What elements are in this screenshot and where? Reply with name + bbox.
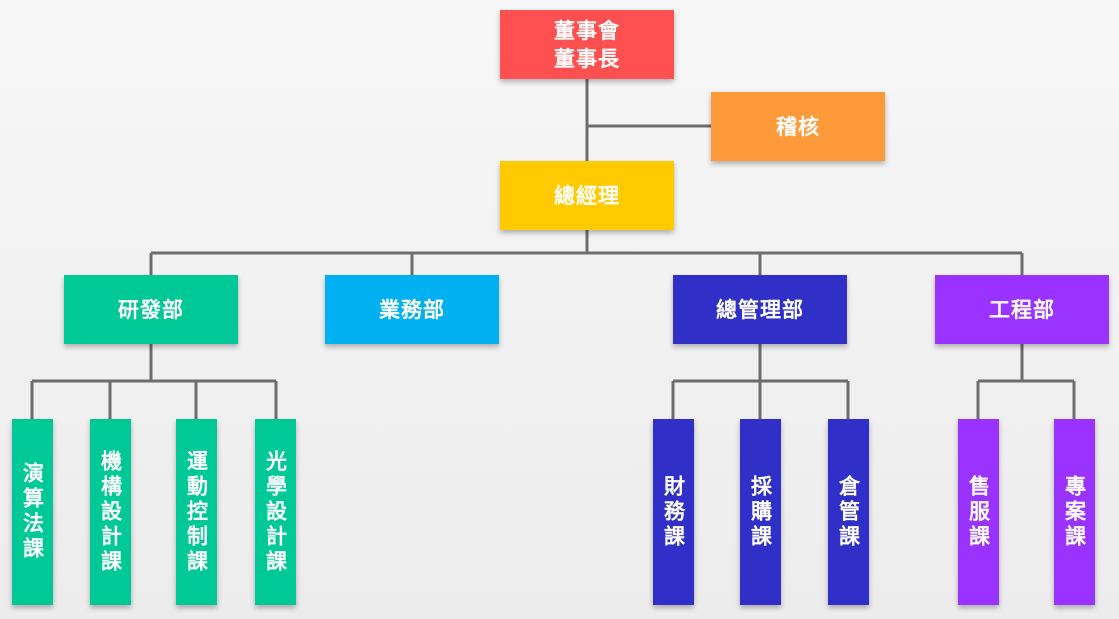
- engineering-section-box: 專案課: [1054, 419, 1095, 605]
- general-manager-label: 總經理: [554, 183, 620, 208]
- engineering-department-box: 工程部: [935, 275, 1109, 344]
- audit-label: 稽核: [776, 114, 820, 139]
- rd-section-label: 演算法課: [20, 462, 45, 562]
- rd-department-box: 研發部: [64, 275, 238, 344]
- board-chairman-box: 董事會 董事長: [500, 10, 674, 79]
- engineering-section-label: 專案課: [1062, 474, 1087, 550]
- board-label: 董事會: [554, 18, 620, 43]
- rd-section-box: 運動控制課: [176, 419, 217, 605]
- engineering-department-label: 工程部: [989, 297, 1055, 322]
- admin-section-box: 採購課: [740, 419, 781, 605]
- rd-department-label: 研發部: [118, 297, 184, 322]
- sales-department-box: 業務部: [325, 275, 499, 344]
- rd-section-box: 演算法課: [12, 419, 53, 605]
- admin-section-label: 財務課: [661, 474, 686, 550]
- rd-section-label: 運動控制課: [184, 449, 209, 575]
- admin-section-label: 倉管課: [836, 474, 861, 550]
- engineering-section-box: 售服課: [958, 419, 999, 605]
- admin-section-box: 倉管課: [828, 419, 869, 605]
- admin-section-box: 財務課: [653, 419, 694, 605]
- audit-box: 稽核: [711, 92, 885, 161]
- general-manager-box: 總經理: [500, 161, 674, 230]
- rd-section-label: 機構設計課: [98, 449, 123, 575]
- admin-department-box: 總管理部: [673, 275, 847, 344]
- sales-department-label: 業務部: [379, 297, 445, 322]
- admin-department-label: 總管理部: [716, 297, 804, 322]
- rd-section-label: 光學設計課: [263, 449, 288, 575]
- engineering-section-label: 售服課: [966, 474, 991, 550]
- rd-section-box: 光學設計課: [255, 419, 296, 605]
- admin-section-label: 採購課: [748, 474, 773, 550]
- chairman-label: 董事長: [554, 46, 620, 71]
- rd-section-box: 機構設計課: [90, 419, 131, 605]
